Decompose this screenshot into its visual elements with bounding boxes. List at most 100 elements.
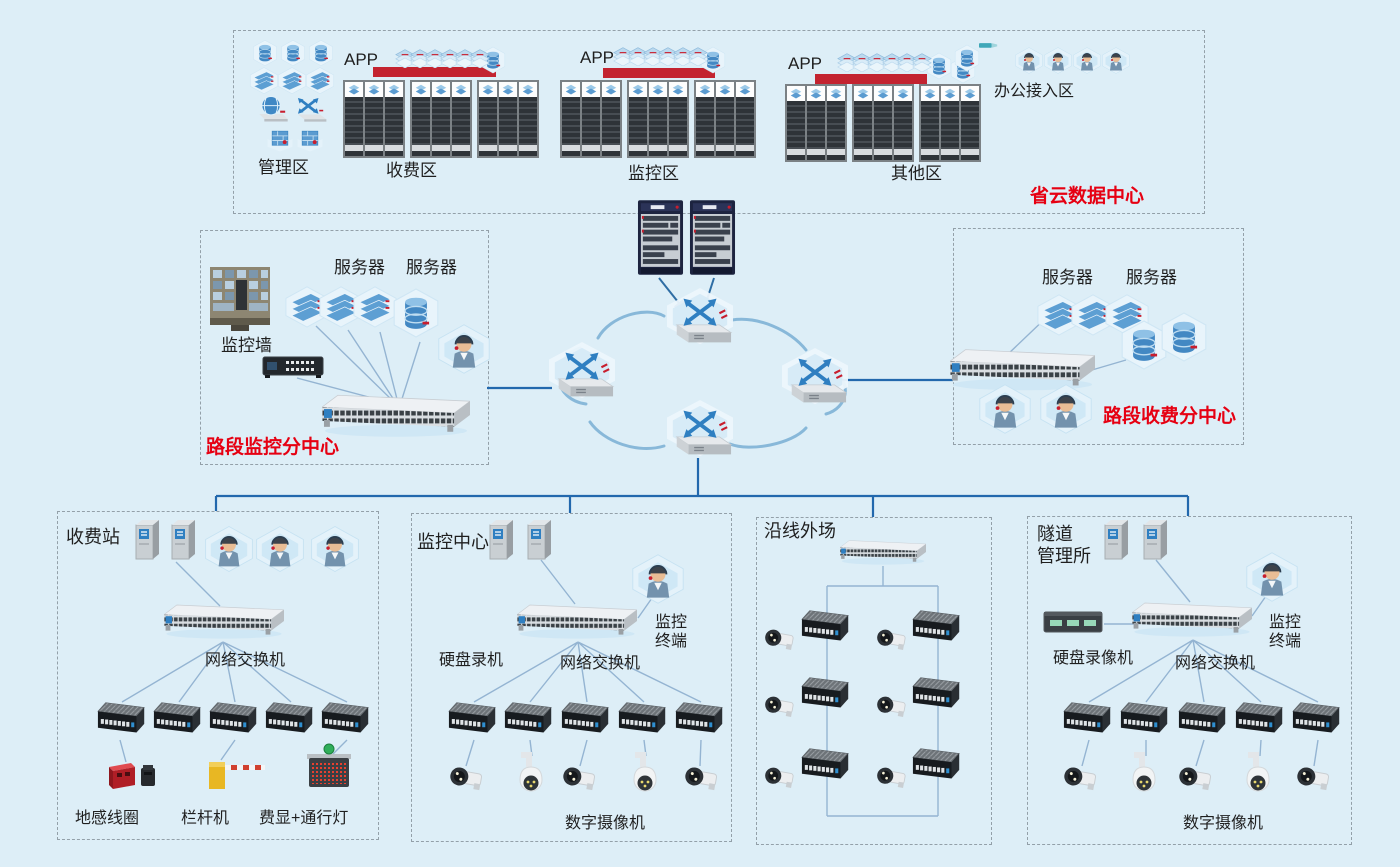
bullet-camera-icon <box>876 764 910 792</box>
server-rack <box>365 82 383 156</box>
operator-icon <box>309 520 361 578</box>
database-server-icon <box>392 284 440 342</box>
bullet-camera-icon <box>764 764 798 792</box>
bullet-camera-icon <box>876 693 910 721</box>
switch-icon <box>840 538 926 566</box>
industrial-switch-icon <box>447 700 501 740</box>
marker-icon <box>979 40 999 50</box>
cloud-router-icon <box>778 348 852 414</box>
server-rack <box>961 86 979 160</box>
server-rack-group <box>919 84 981 162</box>
server-label: 服务器 <box>1042 268 1093 287</box>
industrial-switch-icon <box>503 700 557 740</box>
bullet-camera-icon <box>684 764 722 794</box>
dvr-icon <box>1043 608 1103 636</box>
terminal-label: 监控 终端 <box>1269 614 1302 651</box>
cloud-router-icon <box>545 342 619 408</box>
server-rack <box>452 82 470 156</box>
switch-label: 网络交换机 <box>1175 655 1256 672</box>
industrial-switch-icon <box>800 608 854 648</box>
server-icon <box>305 66 335 94</box>
server-label: 服务器 <box>1126 268 1177 287</box>
toll-subcenter-title: 路段收费分中心 <box>1103 406 1237 427</box>
server-rack <box>921 86 939 160</box>
office-user-icon <box>1043 44 1073 77</box>
industrial-switch-icon <box>560 700 614 740</box>
operator-icon <box>1244 546 1300 608</box>
server-rack <box>807 86 825 160</box>
industrial-switch-icon <box>1119 700 1173 740</box>
tower-server-icon <box>1139 518 1171 562</box>
roadside-title: 沿线外场 <box>764 521 836 541</box>
app-label: APP <box>344 50 379 69</box>
server-rack <box>696 82 714 156</box>
app-label: APP <box>788 54 823 73</box>
cloud-router-icon <box>663 400 737 466</box>
server-icon <box>249 66 279 94</box>
router-icon <box>290 94 328 124</box>
monitoring-subcenter-title: 路段监控分中心 <box>206 437 340 458</box>
switch-label: 网络交换机 <box>560 655 641 672</box>
tower-server-icon <box>485 518 517 562</box>
bullet-camera-icon <box>562 764 600 794</box>
server-rack-group <box>477 80 539 158</box>
dome-camera-icon <box>629 752 661 798</box>
database-icon <box>280 38 306 68</box>
zone-label-other: 其他区 <box>891 164 942 183</box>
server-rack <box>894 86 912 160</box>
server-rack <box>562 82 580 156</box>
bullet-camera-icon <box>764 626 798 654</box>
database-icon <box>954 42 980 74</box>
coil-label: 地感线圈 <box>75 810 140 827</box>
server-rack <box>629 82 647 156</box>
cloud-router-icon <box>663 288 737 354</box>
server-rack <box>412 82 430 156</box>
server-rack <box>582 82 600 156</box>
server-rack <box>385 82 403 156</box>
server-rack <box>854 86 872 160</box>
app-stack-icon <box>469 48 491 68</box>
tower-server-icon <box>1100 518 1132 562</box>
operator-icon <box>203 520 255 578</box>
toll-display-icon <box>303 742 355 790</box>
industrial-switch-icon <box>152 700 206 740</box>
app-label: APP <box>580 48 615 67</box>
server-rack-group <box>785 84 847 162</box>
industrial-switch-icon <box>264 700 318 740</box>
zone-label-monitoring: 监控区 <box>628 164 679 183</box>
industrial-switch-icon <box>1062 700 1116 740</box>
bullet-camera-icon <box>1296 764 1334 794</box>
industrial-switch-icon <box>911 675 965 715</box>
industrial-switch-icon <box>617 700 671 740</box>
tower-server-icon <box>167 518 199 562</box>
zone-label-toll: 收费区 <box>386 161 437 180</box>
provincial-cloud-title: 省云数据中心 <box>1030 186 1145 207</box>
server-rack <box>432 82 450 156</box>
server-rack <box>787 86 805 160</box>
switch-icon <box>1132 598 1252 640</box>
server-rack <box>602 82 620 156</box>
bullet-camera-icon <box>449 764 487 794</box>
server-rack <box>499 82 517 156</box>
operator-icon <box>436 318 492 380</box>
industrial-switch-icon <box>320 700 374 740</box>
switch-label: 网络交换机 <box>205 652 286 669</box>
industrial-switch-icon <box>1177 700 1231 740</box>
app-bar <box>373 67 496 77</box>
bullet-camera-icon <box>876 626 910 654</box>
server-rack-group <box>627 80 689 158</box>
office-user-icon <box>1072 44 1102 77</box>
tunnel-box <box>1027 516 1352 845</box>
app-bar <box>603 68 715 78</box>
tower-server-icon <box>523 518 555 562</box>
toll-display-label: 费显+通行灯 <box>259 810 349 827</box>
bullet-camera-icon <box>1178 764 1216 794</box>
dome-camera-icon <box>515 752 547 798</box>
industrial-switch-icon <box>208 700 262 740</box>
server-rack <box>716 82 734 156</box>
industrial-switch-icon <box>800 675 854 715</box>
zone-label-office: 办公接入区 <box>994 83 1075 100</box>
video-wall-label: 监控墙 <box>221 336 272 355</box>
server-label: 服务器 <box>406 258 457 277</box>
